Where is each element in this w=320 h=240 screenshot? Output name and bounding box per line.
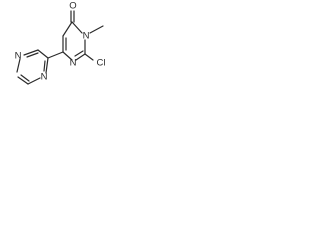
bond-py-5 xyxy=(27,77,41,85)
bond-c6-n1 xyxy=(62,51,73,61)
atom-n3: N xyxy=(83,31,90,42)
bond-linker xyxy=(47,51,64,59)
bond-py-1 xyxy=(37,49,49,59)
pyrimidinone-ring xyxy=(62,10,104,61)
atom-oxygen: O xyxy=(69,1,76,12)
atom-chlorine: Cl xyxy=(97,58,106,69)
bond-n3-methyl xyxy=(89,25,104,34)
bond-c2-cl xyxy=(84,53,94,61)
bond-py-6-double xyxy=(43,60,46,72)
bond-n1-c2 xyxy=(75,53,86,61)
atom-pyrimidine-n-upper: N xyxy=(15,51,22,62)
bond-c4-c5 xyxy=(62,21,73,37)
bond-n1-c2-double xyxy=(74,50,84,57)
atom-n1: N xyxy=(70,58,77,69)
bond-py-6 xyxy=(45,57,49,74)
bond-py-3 xyxy=(16,58,21,73)
bond-py-4 xyxy=(17,76,29,85)
pyrimidine-ring xyxy=(16,49,49,85)
structure-diagram: O N Cl N N N xyxy=(0,0,119,98)
atom-pyrimidine-n-lower: N xyxy=(41,72,48,83)
molecule-drawing: O N Cl N N N xyxy=(15,1,106,85)
bond-py-2 xyxy=(23,49,39,56)
bond-py-4-double xyxy=(20,74,30,82)
bond-n3-c4 xyxy=(71,21,83,34)
bond-py-2-double xyxy=(26,52,39,58)
